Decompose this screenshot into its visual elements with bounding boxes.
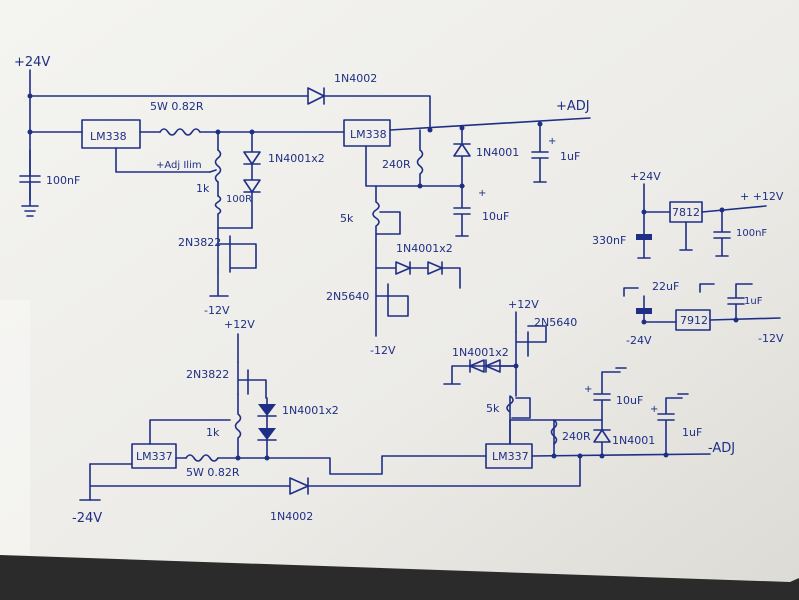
label-100r: 100R xyxy=(226,194,252,205)
label-aux-plus24: +24V xyxy=(630,170,661,183)
label-22uf: 22uF xyxy=(652,280,679,293)
label-1n4002-top: 1N4002 xyxy=(334,72,377,85)
aux-7812-section: +24V 7812 + +12V 330nF 100nF xyxy=(592,170,784,259)
pot-5k-bottom xyxy=(506,395,514,445)
label-plus12-bottom: +12V xyxy=(224,318,255,331)
label-5w-082r-bottom: 5W 0.82R xyxy=(186,466,240,479)
label-aux-plus12: + +12V xyxy=(740,190,784,203)
paper-sheet xyxy=(0,0,799,582)
label-plus12-bottom-b: +12V xyxy=(508,298,539,311)
label-lm337-right: LM337 xyxy=(492,450,529,463)
label-330nf: 330nF xyxy=(592,234,626,247)
label-lm337-left: LM337 xyxy=(136,450,173,463)
label-aux-minus24: -24V xyxy=(626,334,652,347)
label-7912: 7912 xyxy=(680,314,708,327)
label-plus-adj: +ADJ xyxy=(556,99,590,114)
label-minus12-top: -12V xyxy=(204,304,230,317)
diode-1n4002-top xyxy=(307,87,325,105)
lm338-left-box xyxy=(81,119,141,149)
label-1n4001x2-bottom-b: 1N4001x2 xyxy=(452,346,509,359)
svg-text:+: + xyxy=(548,136,556,147)
label-10uf-bottom: 10uF xyxy=(616,394,643,407)
label-100nf-aux: 100nF xyxy=(736,228,767,239)
label-100nf-top: 100nF xyxy=(46,174,80,187)
label-minus-adj: -ADJ xyxy=(708,441,735,456)
label-aux-minus12: -12V xyxy=(758,332,784,345)
lm337-left-box xyxy=(131,443,177,469)
label-1uf-bottom: 1uF xyxy=(682,426,702,439)
label-10uf-top: 10uF xyxy=(482,210,509,223)
label-plus24v: +24V xyxy=(14,55,50,70)
label-1n4001x2-top: 1N4001x2 xyxy=(268,152,325,165)
negative-regulator-section: +12V 2N3822 1k 1N4001x2 LM337 5W 0.82R 1… xyxy=(72,298,735,526)
label-1n4002-bottom: 1N4002 xyxy=(270,510,313,523)
label-1n4001x2-b: 1N4001x2 xyxy=(396,242,453,255)
aux-7912-section: 22uF -24V 7912 1uF -12V xyxy=(623,280,784,347)
positive-regulator-section: +24V 1N4002 LM338 5W 0.82R LM338 +ADJ 10… xyxy=(14,55,591,357)
label-1n4001x2-bottom: 1N4001x2 xyxy=(282,404,339,417)
label-adj-ilim: +Adj Ilim xyxy=(156,160,202,171)
resistor-5w-bottom xyxy=(185,454,219,462)
resistor-5w-top xyxy=(159,128,201,136)
pot-1k-bottom xyxy=(234,393,242,457)
label-minus24v: -24V xyxy=(72,511,102,526)
label-lm338-left: LM338 xyxy=(90,130,127,143)
svg-text:+: + xyxy=(650,404,658,415)
label-2n3822-bottom: 2N3822 xyxy=(186,368,229,381)
svg-text:+: + xyxy=(478,188,486,199)
label-lm338-right: LM338 xyxy=(350,128,387,141)
svg-text:+: + xyxy=(584,384,592,395)
res-100r xyxy=(214,195,222,215)
label-2n3822-top: 2N3822 xyxy=(178,236,221,249)
label-5k-bottom: 5k xyxy=(486,402,500,415)
label-240r-bottom: 240R xyxy=(562,430,591,443)
label-7812: 7812 xyxy=(672,206,700,219)
label-1k-bottom: 1k xyxy=(206,426,220,439)
label-240r-top: 240R xyxy=(382,158,411,171)
label-1n4001-bottom: 1N4001 xyxy=(612,434,655,447)
pot-1k-top xyxy=(214,149,222,183)
label-5k-top: 5k xyxy=(340,212,354,225)
label-2n5640-top: 2N5640 xyxy=(326,290,369,303)
label-1uf-top: 1uF xyxy=(560,150,580,163)
label-1uf-aux: 1uF xyxy=(744,296,763,307)
res-240r-top xyxy=(416,129,424,187)
lm338-right-box xyxy=(343,119,391,147)
label-1k-top: 1k xyxy=(196,182,210,195)
label-minus12-b: -12V xyxy=(370,344,396,357)
pot-5k-top xyxy=(372,185,401,241)
label-1n4001-top: 1N4001 xyxy=(476,146,519,159)
label-2n5640-bottom: 2N5640 xyxy=(534,316,577,329)
res-240r-bottom xyxy=(550,419,558,445)
label-5w-082r-top: 5W 0.82R xyxy=(150,100,204,113)
